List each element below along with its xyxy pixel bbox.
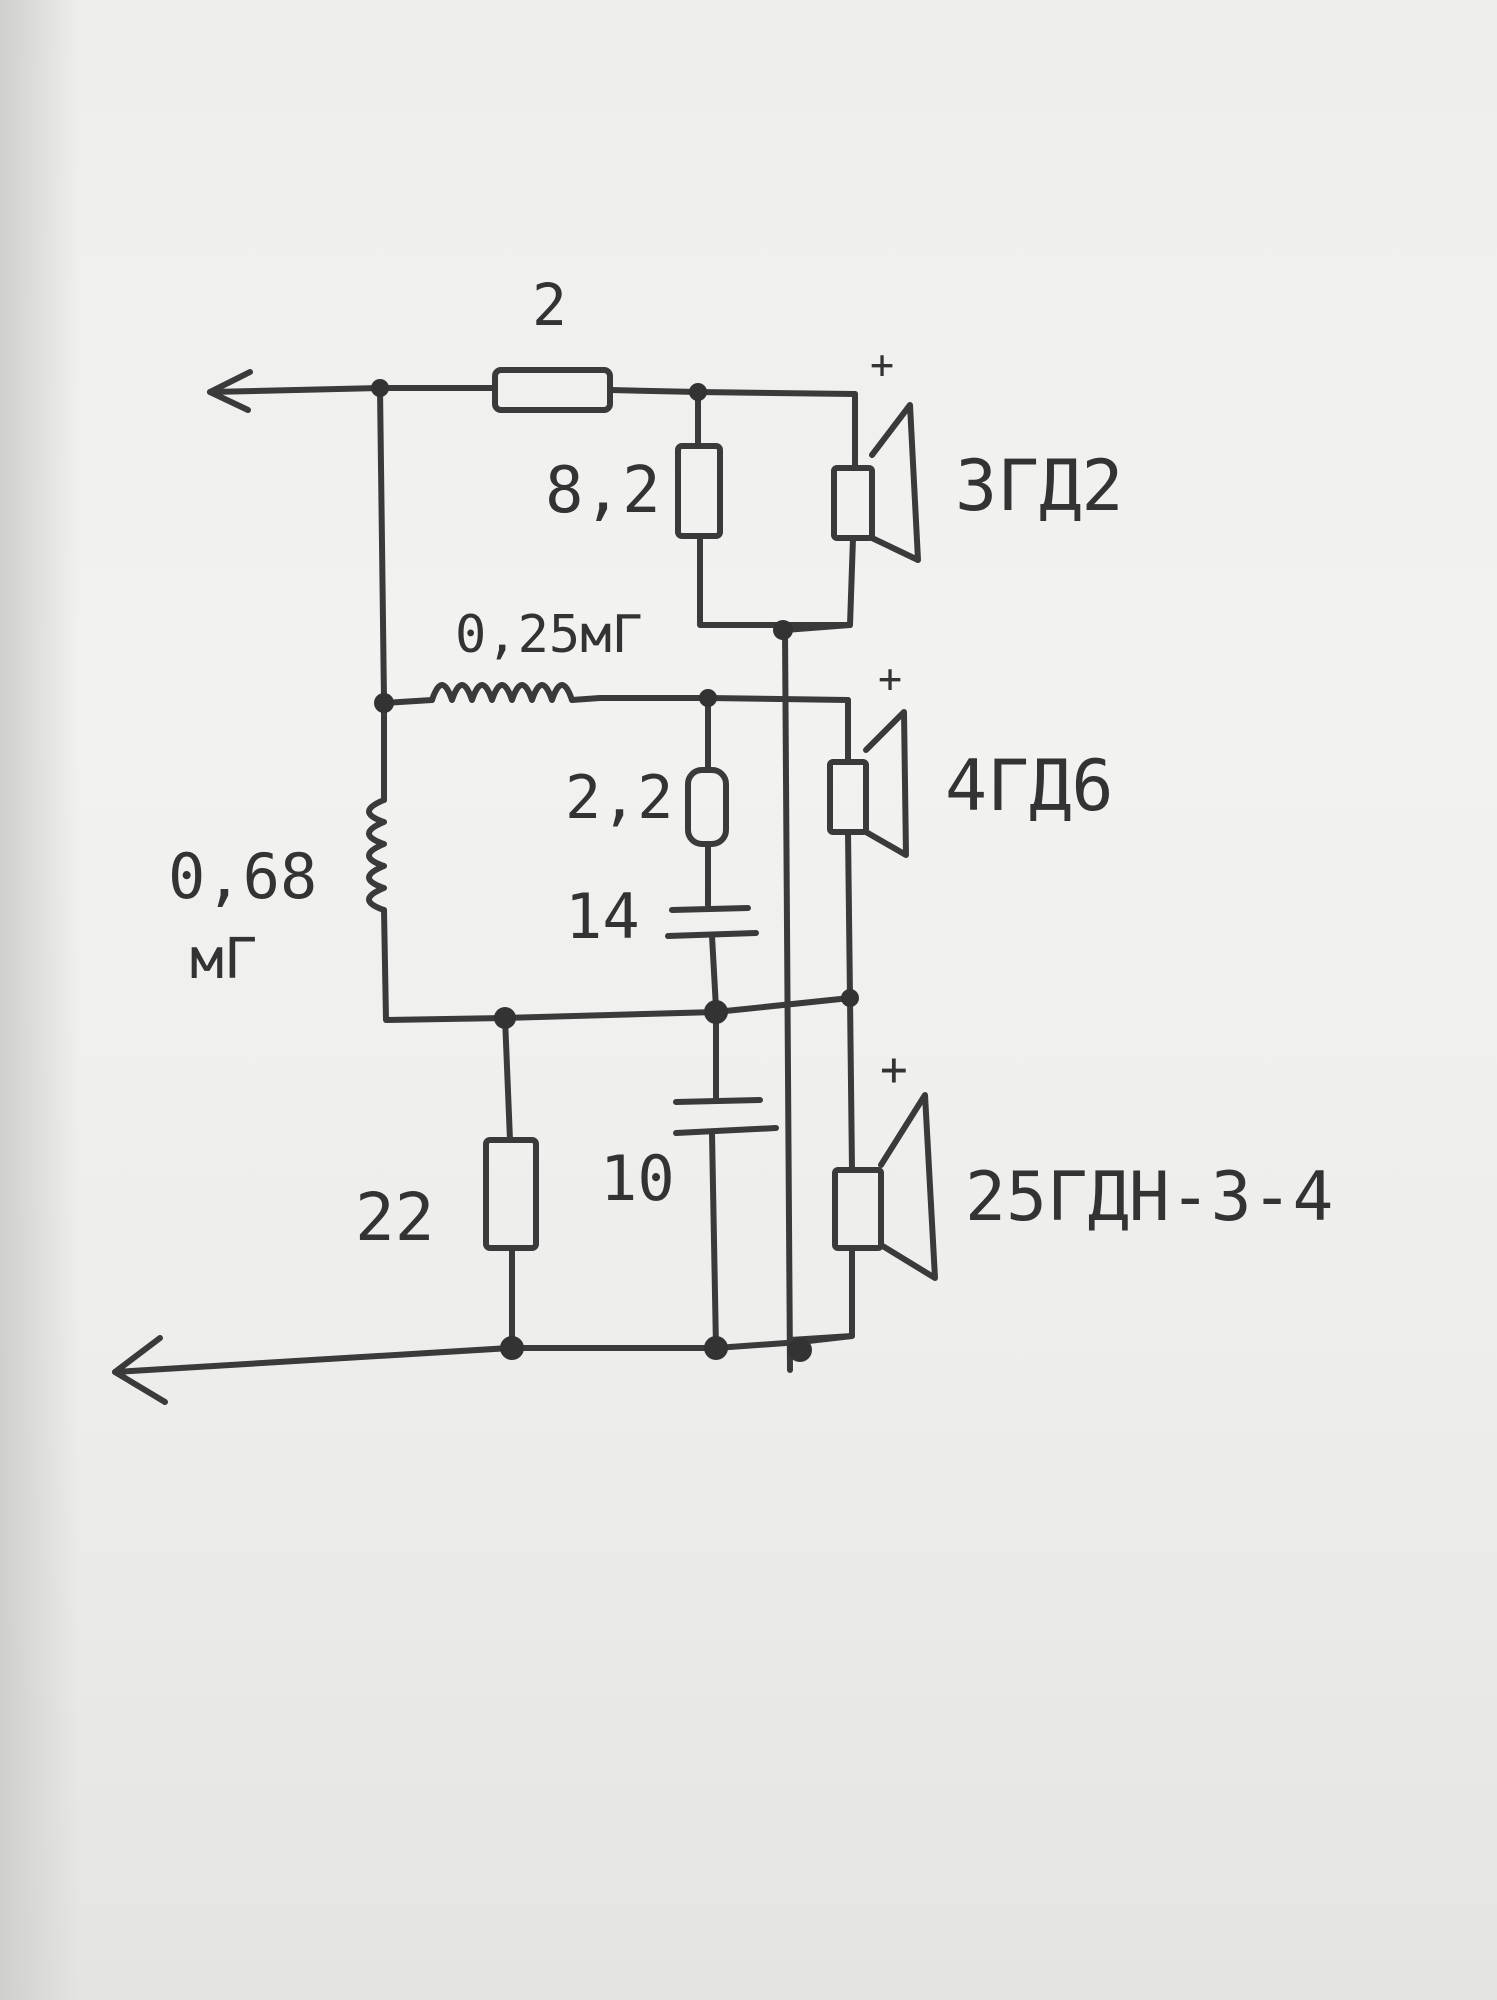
label-mid-speaker: 4ГД6 <box>945 745 1114 827</box>
resistor-2 <box>377 367 858 413</box>
inductor-0-68mh <box>366 700 853 1023</box>
speaker-tweeter <box>782 391 921 633</box>
inductor-0-25mh <box>381 682 851 706</box>
input-terminal-bottom <box>112 1335 513 1405</box>
label-capacitor-10: 10 <box>600 1142 675 1215</box>
junction-dots <box>371 379 859 1362</box>
wire-left-rail <box>377 385 387 703</box>
label-resistor-2-2: 2,2 <box>565 763 673 833</box>
label-inductor-0-68-value: 0,68 <box>168 840 317 913</box>
label-inductor-0-25: 0,25мГ <box>455 605 643 665</box>
capacitor-14 <box>665 905 759 1011</box>
speaker-woofer <box>787 995 938 1343</box>
label-capacitor-14: 14 <box>565 880 640 953</box>
label-plus-tweeter: + <box>870 342 894 388</box>
wire-return-bus <box>782 627 793 1373</box>
label-tweeter: 3ГД2 <box>955 445 1124 527</box>
capacitor-10 <box>673 1009 779 1351</box>
paper-shadow <box>0 0 80 2000</box>
input-terminal-top <box>207 369 383 413</box>
label-plus-woofer: + <box>880 1042 908 1096</box>
label-resistor-2: 2 <box>532 271 567 339</box>
resistor-22 <box>483 1015 539 1351</box>
resistor-8-2 <box>675 389 853 628</box>
wire-bottom-bus <box>507 1333 855 1351</box>
resistor-2-2 <box>685 695 729 908</box>
label-woofer: 25ГДН-3-4 <box>965 1158 1333 1237</box>
speaker-mid <box>827 697 909 1001</box>
label-inductor-0-68-unit: мГ <box>190 927 257 992</box>
label-resistor-22: 22 <box>355 1179 434 1256</box>
label-plus-mid: + <box>878 656 902 702</box>
label-resistor-8-2: 8,2 <box>545 454 661 528</box>
